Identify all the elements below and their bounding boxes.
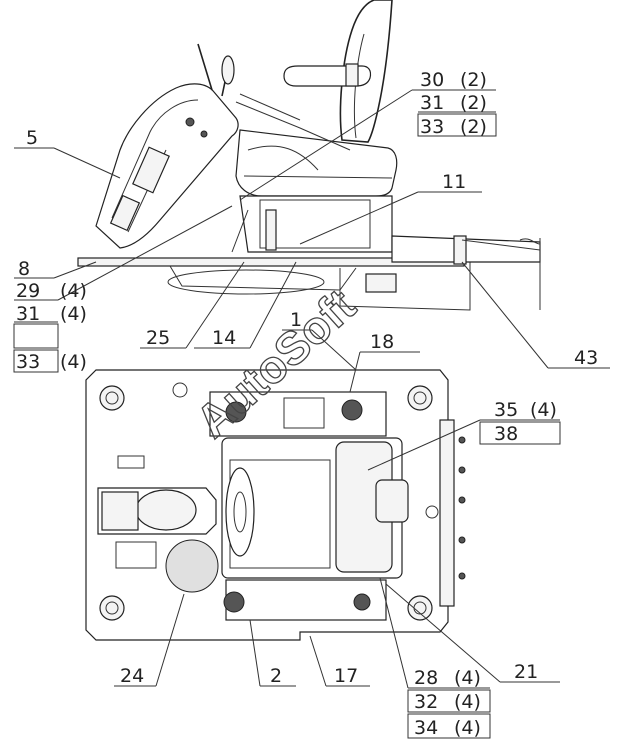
- seat-base: [239, 195, 393, 253]
- callout-28: 28: [414, 667, 438, 689]
- callout-43: 43: [574, 347, 598, 369]
- qty-28: (4): [454, 667, 481, 689]
- seat-cushion: [235, 129, 398, 197]
- callout-18: 18: [370, 331, 394, 353]
- callout-29: 29: [16, 280, 40, 302]
- callout-5: 5: [26, 127, 38, 149]
- callout-8: 8: [18, 258, 30, 280]
- callout-33-left: 33: [16, 351, 40, 373]
- callout-35: 35: [494, 399, 518, 421]
- qty-35: (4): [530, 399, 557, 421]
- callout-31-left: 31: [16, 303, 40, 325]
- qty-30: (2): [460, 69, 487, 91]
- callout-14: 14: [212, 327, 236, 349]
- qty-32: (4): [454, 691, 481, 713]
- callout-32: 32: [414, 691, 438, 713]
- callout-21: 21: [514, 661, 538, 683]
- callout-30: 30: [420, 69, 444, 91]
- callout-labels: 5 8 11 30 (2) 31 (2) 33 (2) 29 (4) 31 (4…: [16, 69, 598, 739]
- callout-2: 2: [270, 665, 282, 687]
- callout-11: 11: [442, 171, 466, 193]
- qty-33-left: (4): [60, 351, 87, 373]
- qty-31-top: (2): [460, 92, 487, 114]
- callout-25: 25: [146, 327, 170, 349]
- callout-24: 24: [120, 665, 144, 687]
- foot-pad: [165, 539, 219, 593]
- side-view: [77, 0, 541, 311]
- callout-38: 38: [494, 423, 518, 445]
- callout-17: 17: [334, 665, 358, 687]
- callout-31-top: 31: [420, 92, 444, 114]
- callout-34: 34: [414, 717, 438, 739]
- callout-33-top: 33: [420, 116, 444, 138]
- top-view: [85, 369, 466, 641]
- qty-34: (4): [454, 717, 481, 739]
- qty-29: (4): [60, 280, 87, 302]
- side-studs: [458, 436, 466, 580]
- leader-lines: [13, 89, 610, 739]
- callout-1: 1: [290, 309, 302, 331]
- qty-31-left: (4): [60, 303, 87, 325]
- qty-33-top: (2): [460, 116, 487, 138]
